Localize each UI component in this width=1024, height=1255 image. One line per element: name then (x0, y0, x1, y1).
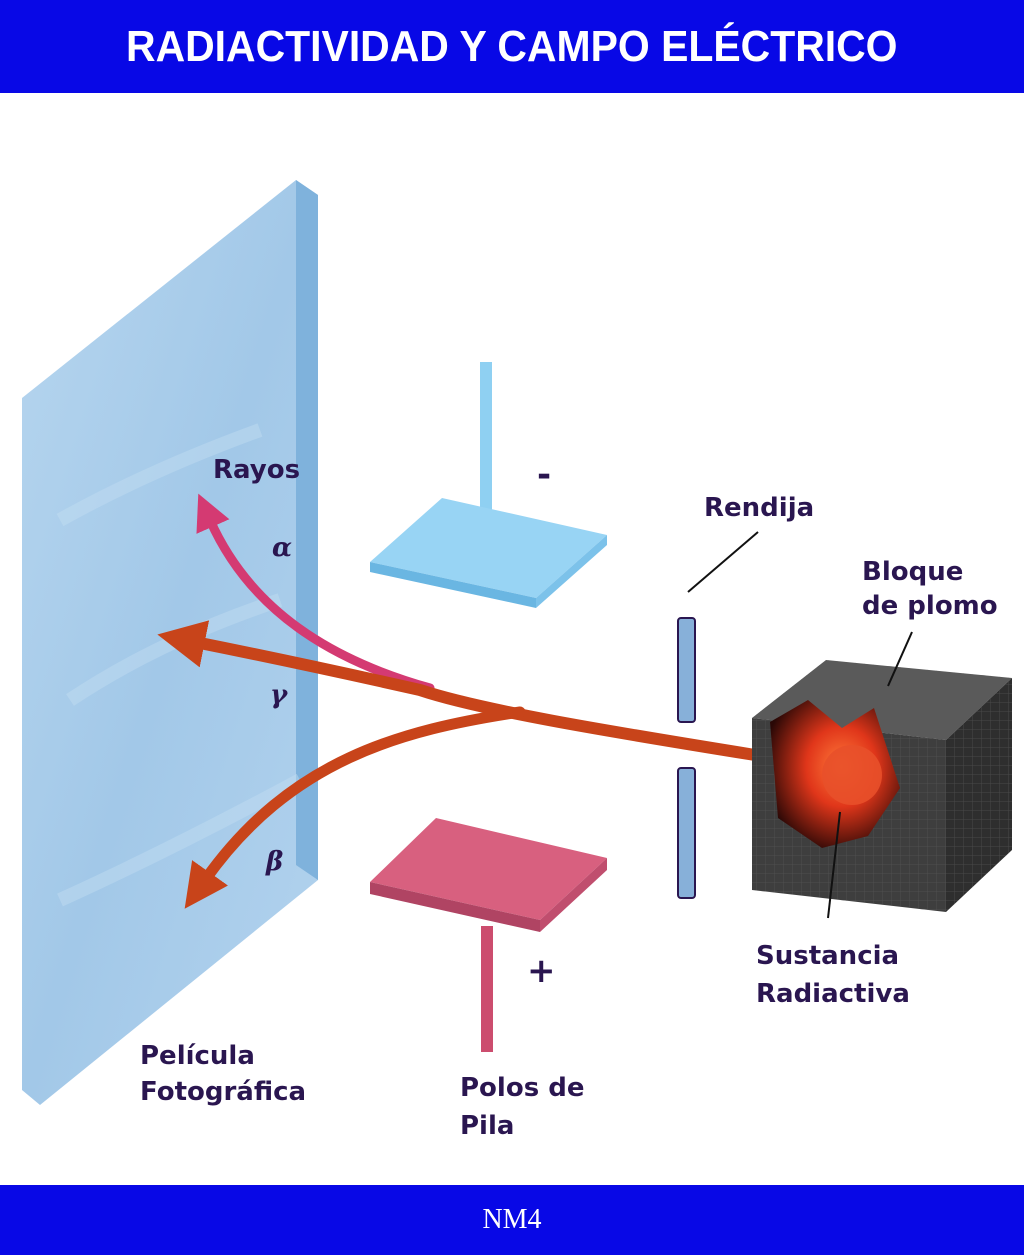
beta-beam (184, 706, 526, 909)
label-film-2: Fotográfica (140, 1077, 306, 1107)
label-gamma: γ (270, 680, 289, 710)
footer-bar: NM4 (0, 1185, 1024, 1255)
label-film-1: Película (140, 1041, 255, 1071)
footer-label: NM4 (482, 1204, 542, 1235)
label-alpha: α (272, 533, 292, 563)
label-substance-1: Sustancia (756, 941, 899, 971)
photographic-film (22, 180, 318, 1105)
label-lead-block-2: de plomo (862, 591, 998, 621)
label-lead-block-1: Bloque (862, 557, 963, 587)
label-poles-2: Pila (460, 1111, 514, 1141)
label-slit: Rendija (704, 493, 814, 523)
label-rays: Rayos (213, 455, 300, 485)
label-minus: - (537, 455, 551, 495)
label-poles-1: Polos de (460, 1073, 584, 1103)
radioactivity-diagram: Rayos α γ β - + Rendija Bloque de plomo … (22, 180, 1012, 1141)
gamma-beam (157, 620, 761, 761)
radiation-beams (157, 493, 761, 909)
page-title: RADIACTIVIDAD Y CAMPO ELÉCTRICO (126, 21, 898, 71)
label-substance-2: Radiactiva (756, 979, 910, 1009)
positive-plate (370, 818, 607, 1052)
label-beta: β (265, 847, 283, 877)
lead-block (752, 631, 1012, 919)
header-bar: RADIACTIVIDAD Y CAMPO ELÉCTRICO (0, 0, 1024, 93)
label-plus: + (527, 951, 556, 991)
negative-plate (370, 362, 607, 608)
slit-plate (677, 531, 759, 899)
radioactive-substance (822, 745, 882, 805)
alpha-beam (196, 493, 435, 693)
